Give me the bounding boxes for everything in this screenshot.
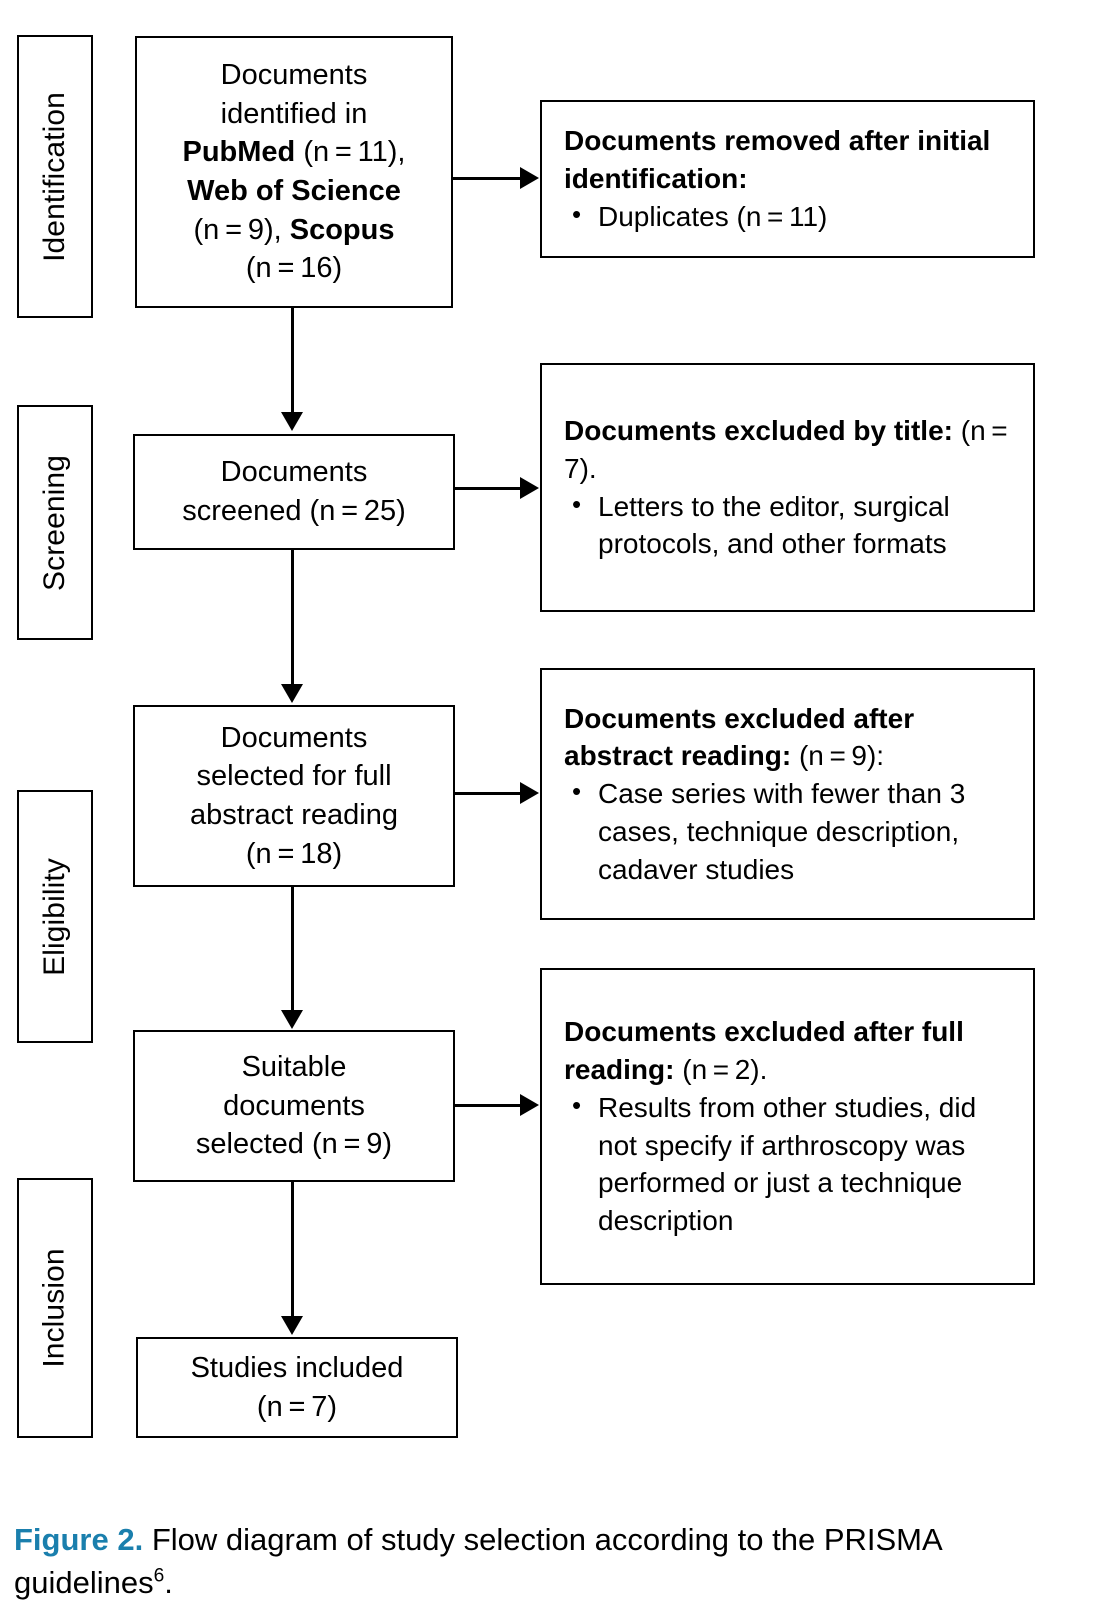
arrowhead-right-excluded-full <box>520 1094 539 1116</box>
list-item: Duplicates (n = 11) <box>564 197 1021 236</box>
exclusion-heading-removed-initial: Documents removed after initial identifi… <box>564 125 991 195</box>
identified-line-5: (n = 9), Scopus <box>183 211 406 250</box>
list-item: Results from other studies, did not spec… <box>564 1088 1021 1240</box>
connector-abstract-to-suitable <box>291 887 294 1011</box>
list-item: Case series with fewer than 3 cases, tec… <box>564 774 1021 888</box>
wos-count: (n = 9), <box>193 213 290 246</box>
exclusion-heading-excluded-abstract: Documents excluded after abstract readin… <box>564 702 915 772</box>
figure-caption-end: . <box>164 1565 173 1601</box>
identified-line-4: Web of Science <box>183 172 406 211</box>
arrowhead-right-excluded-title <box>520 477 539 499</box>
connector-to-excluded-title <box>455 487 521 490</box>
included-line-1: Studies included <box>190 1351 404 1384</box>
screened-line-1: Documents <box>220 456 368 489</box>
included-count: (n = 7) <box>256 1390 338 1423</box>
screened-line-2: screened (n = 25) <box>182 495 406 527</box>
abstract-line-1: Documents <box>220 721 368 754</box>
exclusion-box-excluded-full: Documents excluded after full reading: (… <box>540 968 1035 1285</box>
exclusion-list-removed-initial: Duplicates (n = 11) <box>564 197 1021 236</box>
scopus-count: (n = 16) <box>245 252 343 285</box>
identified-line-1: Documents <box>220 59 368 92</box>
arrowhead-down-included <box>281 1316 303 1335</box>
connector-screened-to-abstract <box>291 550 294 685</box>
stage-box-inclusion: Inclusion <box>17 1178 93 1438</box>
flow-box-documents-screened: Documents screened (n = 25) <box>133 434 455 550</box>
connector-suitable-to-included <box>291 1182 294 1317</box>
suitable-count: selected (n = 9) <box>195 1128 393 1161</box>
arrowhead-down-suitable <box>281 1010 303 1029</box>
abstract-line-2: selected for full <box>196 760 392 793</box>
arrowhead-down-screened <box>281 412 303 431</box>
figure-caption-text: Flow diagram of study selection accordin… <box>14 1522 941 1601</box>
connector-identified-to-screened <box>291 308 294 413</box>
stage-label-eligibility: Eligibility <box>38 857 71 976</box>
exclusion-box-excluded-title: Documents excluded by title: (n = 7). Le… <box>540 363 1035 612</box>
figure-caption: Figure 2. Flow diagram of study selectio… <box>14 1518 1074 1605</box>
flow-box-studies-included: Studies included (n = 7) <box>136 1337 458 1438</box>
arrowhead-right-excluded-abstract <box>520 782 539 804</box>
exclusion-box-excluded-abstract: Documents excluded after abstract readin… <box>540 668 1035 920</box>
flow-box-suitable-documents: Suitable documents selected (n = 9) <box>133 1030 455 1182</box>
arrowhead-right-removed-initial <box>520 167 539 189</box>
figure-label: Figure 2. <box>14 1522 144 1557</box>
exclusion-heading-excluded-title: Documents excluded by title: (n = 7). <box>564 414 1014 484</box>
identified-line-2: identified in <box>220 97 368 130</box>
flow-box-documents-identified: Documents identified in PubMed (n = 11),… <box>135 36 453 308</box>
suitable-line-1: Suitable <box>241 1051 347 1084</box>
stage-box-identification: Identification <box>17 35 93 318</box>
connector-to-excluded-full <box>455 1104 521 1107</box>
stage-box-eligibility: Eligibility <box>17 790 93 1043</box>
exclusion-list-excluded-full: Results from other studies, did not spec… <box>564 1088 1021 1240</box>
source-pubmed: PubMed <box>182 136 296 169</box>
abstract-count: (n = 18) <box>245 837 343 870</box>
connector-to-removed-initial <box>453 177 521 180</box>
list-item: Letters to the editor, surgical protocol… <box>564 487 1021 564</box>
exclusion-heading-excluded-full: Documents excluded after full reading: (… <box>564 1016 964 1085</box>
stage-label-inclusion: Inclusion <box>38 1248 71 1368</box>
exclusion-list-excluded-abstract: Case series with fewer than 3 cases, tec… <box>564 774 1021 888</box>
figure-caption-superscript: 6 <box>153 1566 165 1588</box>
exclusion-list-excluded-title: Letters to the editor, surgical protocol… <box>564 487 1021 564</box>
connector-to-excluded-abstract <box>455 792 521 795</box>
exclusion-box-removed-initial: Documents removed after initial identifi… <box>540 100 1035 258</box>
stage-label-identification: Identification <box>38 91 71 262</box>
stage-label-screening: Screening <box>38 454 71 591</box>
pubmed-count: (n = 11), <box>295 136 406 169</box>
abstract-line-3: abstract reading <box>190 799 398 831</box>
source-web-of-science: Web of Science <box>187 175 401 207</box>
suitable-line-2: documents <box>223 1089 365 1122</box>
identified-line-3: PubMed (n = 11), <box>183 133 406 172</box>
stage-box-screening: Screening <box>17 405 93 640</box>
flow-box-selected-full-abstract: Documents selected for full abstract rea… <box>133 705 455 887</box>
source-scopus: Scopus <box>289 213 395 246</box>
arrowhead-down-abstract <box>281 684 303 703</box>
